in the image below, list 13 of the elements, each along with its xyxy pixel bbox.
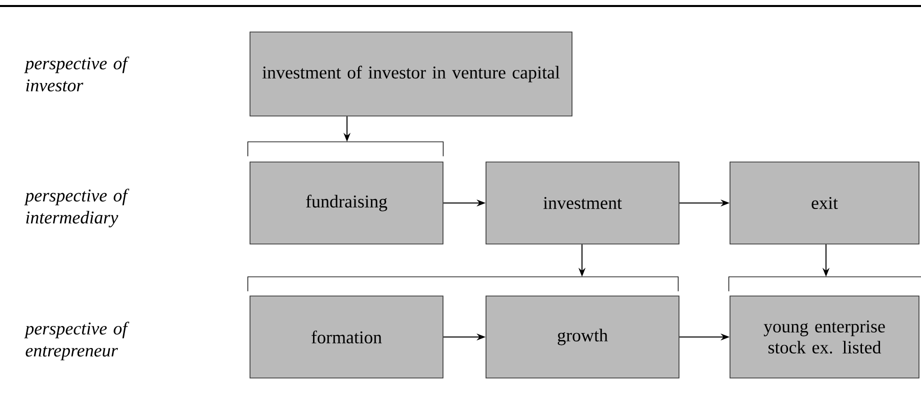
bracket [247,276,679,292]
bracket [247,141,444,157]
process-box: exit [730,162,920,244]
process-box: growth [486,296,680,378]
perspective-label: perspective of investor [24,56,130,92]
process-box: investment of investor in venture capital [250,32,572,116]
process-box: formation [250,296,444,378]
process-box: investment [486,162,680,244]
perspective-label: perspective of intermediary [24,188,130,228]
process-box: fundraising [250,162,444,244]
bracket [728,276,921,292]
perspective-label: perspective of entrepreneur [24,322,130,360]
process-box: young enterprise stock ex. listed [730,296,920,378]
